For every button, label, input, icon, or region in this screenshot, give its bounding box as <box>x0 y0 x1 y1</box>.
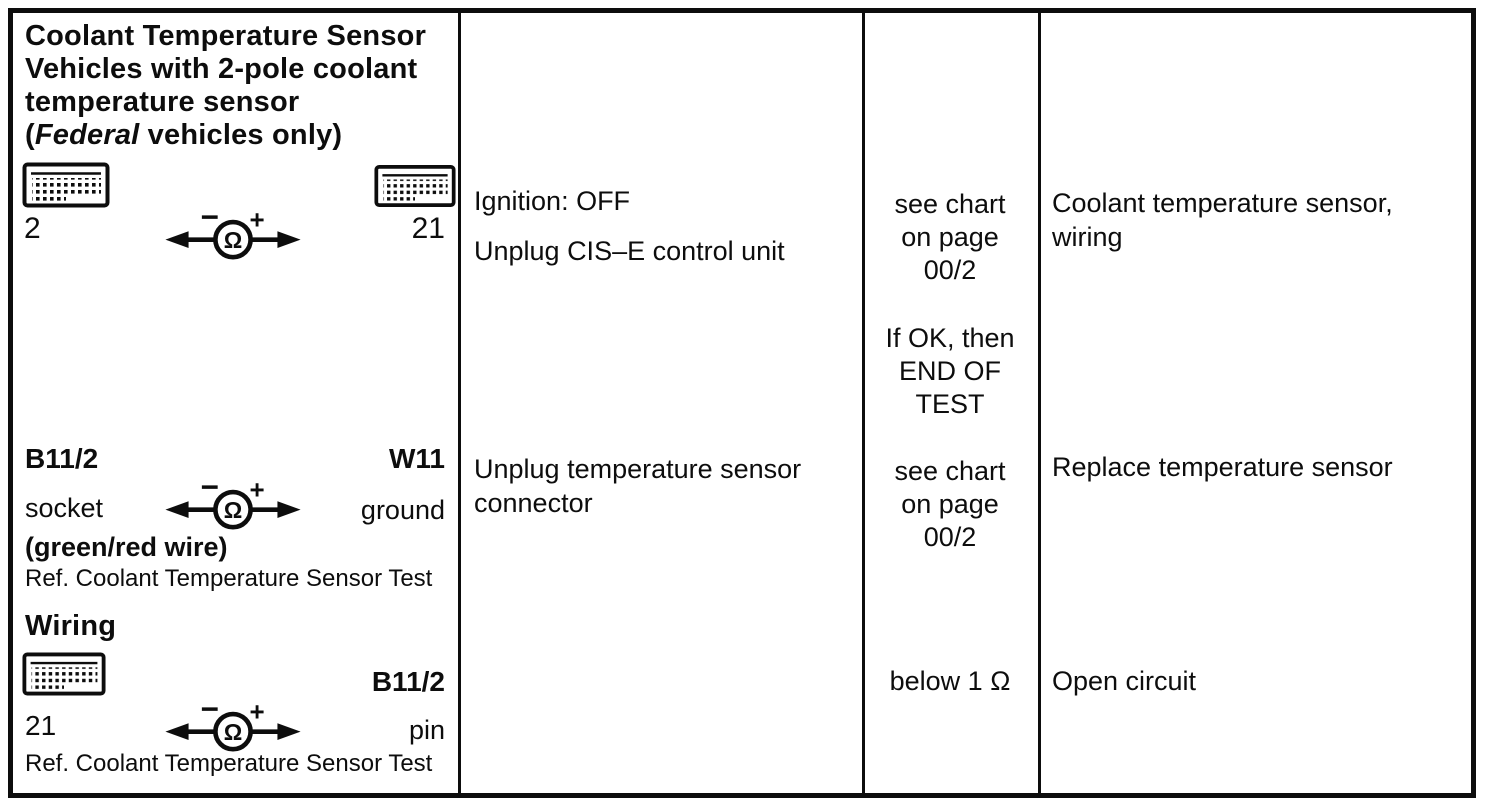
section-title-line3: temperature sensor <box>25 86 300 118</box>
plus-sign: + <box>250 480 265 505</box>
possible-cause: Open circuit <box>1052 666 1197 696</box>
nominal-value: see chart on page 00/2 <box>894 189 1006 285</box>
plus-sign: + <box>250 702 265 727</box>
section-title-line2: Vehicles with 2-pole coolant <box>25 53 418 85</box>
test-step: Ignition: OFF <box>474 186 631 216</box>
column-divider-2 <box>862 8 865 798</box>
terminal-label-right: 21 <box>411 212 445 245</box>
possible-cause: Coolant temperature sensor, wiring <box>1052 188 1393 252</box>
counterpart-label: W11 <box>388 443 445 474</box>
section-title-line1: Coolant Temperature Sensor <box>25 20 427 52</box>
minus-sign: − <box>201 702 219 727</box>
multi-pin-connector-icon <box>22 162 110 208</box>
column-divider-1 <box>458 8 461 798</box>
ohmmeter-probe-icon: Ω − + <box>163 480 303 530</box>
terminal-label-left: 2 <box>24 212 41 245</box>
device-label: B11/2 <box>371 666 445 697</box>
reference-note: Ref. Coolant Temperature Sensor Test <box>25 750 433 777</box>
subsection-heading: Wiring <box>25 610 117 642</box>
section-title: Coolant Temperature Sensor Vehicles with… <box>25 20 445 152</box>
test-step: Unplug temperature sensor connector <box>474 454 802 518</box>
possible-cause: Replace temperature sensor <box>1052 452 1393 482</box>
multi-pin-connector-icon <box>22 652 106 696</box>
reference-note: Ref. Coolant Temperature Sensor Test <box>25 565 433 592</box>
minus-sign: − <box>201 210 219 235</box>
terminal-label-left: socket <box>25 493 104 523</box>
ohm-symbol: Ω <box>224 497 243 523</box>
terminal-label-right: ground <box>360 495 445 525</box>
device-label: B11/2 <box>25 443 99 474</box>
ohmmeter-probe-icon: Ω − + <box>163 702 303 752</box>
federal-emphasis: Federal <box>34 119 140 151</box>
nominal-value: below 1 Ω <box>889 666 1011 696</box>
ohmmeter-probe-icon: Ω − + <box>163 210 303 260</box>
section-title-line4: (Federal vehicles only) <box>25 119 343 151</box>
ok-result-note: If OK, then END OF TEST <box>885 323 1015 419</box>
terminal-label-right: pin <box>408 715 445 745</box>
nominal-value: see chart on page 00/2 <box>894 456 1006 552</box>
table-outer-border <box>8 8 1476 798</box>
test-step: Unplug CIS–E control unit <box>474 236 785 266</box>
ohm-symbol: Ω <box>224 719 243 745</box>
multi-pin-connector-icon <box>374 164 456 208</box>
ohm-symbol: Ω <box>224 227 243 253</box>
plus-sign: + <box>250 210 265 235</box>
minus-sign: − <box>201 480 219 505</box>
terminal-label-left: 21 <box>25 710 57 741</box>
wire-color-note: (green/red wire) <box>25 532 228 562</box>
column-divider-3 <box>1038 8 1041 798</box>
